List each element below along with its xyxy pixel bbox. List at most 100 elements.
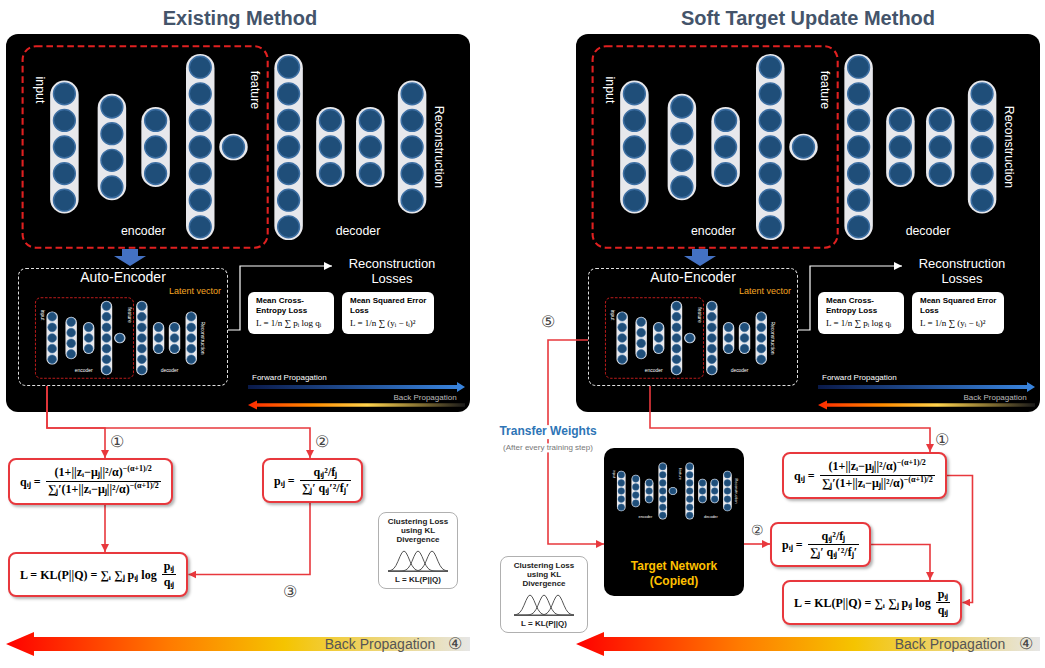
neuron <box>187 312 196 321</box>
neuron <box>278 56 300 78</box>
bell-curve <box>514 595 574 615</box>
text-label: input <box>603 77 617 104</box>
connector <box>650 386 930 452</box>
edge-label: Transfer Weights <box>497 425 598 439</box>
neuron <box>84 323 93 332</box>
formula-box: pᵢⱼ = qᵢⱼ²/fⱼ∑ⱼ′ qᵢⱼ′²/fⱼ′ <box>262 458 363 503</box>
neuron <box>137 355 146 364</box>
neuron <box>189 109 211 131</box>
neuron <box>848 163 870 185</box>
layer-column <box>706 301 717 375</box>
neuron <box>278 109 300 131</box>
neuron <box>724 334 733 343</box>
layer-column <box>926 107 955 187</box>
layer-column <box>668 94 697 200</box>
text-label: ② <box>751 522 764 538</box>
neuron <box>757 312 766 321</box>
layer-column <box>101 301 112 375</box>
formula-lhs: pᵢⱼ = <box>274 472 295 489</box>
neuron <box>170 344 179 353</box>
layer-column <box>669 487 678 495</box>
axis <box>388 571 448 572</box>
fraction: qᵢⱼ²/fⱼ∑ⱼ′ qᵢⱼ′²/fⱼ′ <box>808 529 859 560</box>
neuron <box>848 83 870 105</box>
layer-column <box>685 463 694 520</box>
neuron <box>672 302 681 311</box>
encoder-outline <box>35 298 133 379</box>
distribution-curves <box>514 591 574 617</box>
neuron <box>711 496 718 503</box>
neuron <box>618 344 627 353</box>
neuron <box>401 189 423 211</box>
denominator: ∑ⱼ′(1+||zᵢ−μⱼ||²/α) <box>822 476 904 490</box>
text-label: ② <box>315 433 329 451</box>
layer-column <box>141 107 170 187</box>
neuron <box>102 334 111 343</box>
neuron <box>715 163 737 185</box>
numerator: (1+||zᵢ−μⱼ||²/α) <box>55 465 123 479</box>
neuron <box>632 475 639 482</box>
neuron <box>848 56 870 78</box>
neuron <box>759 109 781 131</box>
connector <box>47 386 310 458</box>
neuron <box>187 355 196 364</box>
formula-box: pᵢⱼ =qᵢⱼ²/fⱼ∑ⱼ′ qᵢⱼ′²/fⱼ′ <box>770 522 871 567</box>
encoder-outline <box>23 46 268 247</box>
latent-label: Latent vector <box>589 286 797 297</box>
neuron <box>724 480 731 487</box>
layer-column <box>698 479 707 503</box>
neuron <box>401 109 423 131</box>
loss-title: Mean Squared Error Loss <box>350 296 430 315</box>
layer-column <box>756 54 785 240</box>
layer-column <box>136 301 147 375</box>
neuron <box>319 136 341 158</box>
neuron <box>623 189 645 211</box>
fraction: (1+||zᵢ−μⱼ||²/α)−(α+1)/2∑ⱼ′(1+||zᵢ−μⱼ||²… <box>46 465 161 498</box>
text-label: ④ <box>1019 635 1033 653</box>
text-label: Reconstruction <box>1002 106 1016 188</box>
neuron <box>632 492 639 499</box>
formula-box: L = KL(P||Q) = ∑ᵢ ∑ⱼ pᵢⱼ logpᵢⱼqᵢⱼ <box>782 580 962 625</box>
back-propagation-arrow <box>6 632 470 656</box>
neuron <box>637 339 646 348</box>
neuron <box>724 323 733 332</box>
neuron <box>654 323 663 332</box>
text-label: ① <box>110 433 124 451</box>
neuron <box>646 488 653 495</box>
loss-formula: L = 1/n ∑ pᵢ log qᵢ <box>826 318 900 329</box>
neuron <box>623 163 645 185</box>
neuron <box>145 136 167 158</box>
neuron <box>686 480 693 487</box>
neuron <box>618 355 627 364</box>
neuron <box>659 512 666 519</box>
neuron <box>659 488 666 495</box>
fraction: qᵢⱼ²/fⱼ∑ⱼ′ qᵢⱼ′²/fⱼ′ <box>300 465 351 496</box>
layer-column <box>756 311 767 364</box>
down-arrow <box>114 249 146 266</box>
bell-curve <box>388 551 448 571</box>
loss-formula: L = 1/n ∑ (yᵢ − tᵢ)² <box>350 318 430 329</box>
neuron <box>278 189 300 211</box>
neuron <box>187 334 196 343</box>
neuron <box>971 136 993 158</box>
neuron <box>618 480 625 487</box>
neuron <box>48 334 57 343</box>
formula-lhs: qᵢⱼ = <box>20 473 41 490</box>
fraction-bar <box>808 544 859 545</box>
neuron <box>671 123 693 145</box>
bell-curve <box>388 551 448 571</box>
neuron <box>740 323 749 332</box>
neuron <box>724 471 731 478</box>
neuron <box>48 312 57 321</box>
denominator: ∑ⱼ′ qᵢⱼ′²/fⱼ′ <box>302 481 349 495</box>
fraction: pᵢⱼqᵢⱼ <box>162 559 177 590</box>
text-label: encoder <box>691 224 736 238</box>
neuron <box>848 136 870 158</box>
text-label: Reconstruction <box>199 322 205 355</box>
neuron <box>187 323 196 332</box>
denominator-row: qᵢⱼ <box>162 575 177 590</box>
neuron <box>154 323 163 332</box>
layer-column <box>723 322 734 354</box>
text-label: input <box>39 310 45 321</box>
